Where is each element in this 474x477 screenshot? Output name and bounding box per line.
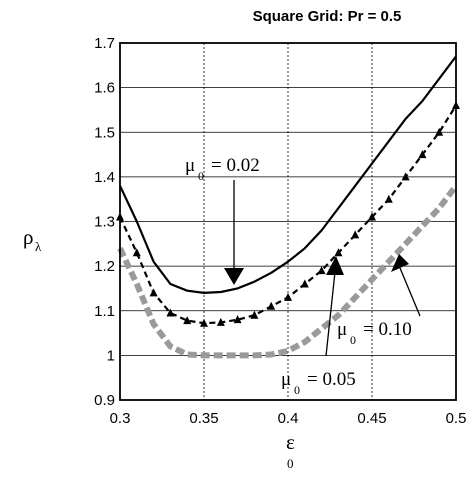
series-line-0 xyxy=(119,55,457,294)
y-tick-label: 1.6 xyxy=(94,80,115,97)
y-tick-label: 1 xyxy=(107,347,115,364)
y-tick-label: 1.3 xyxy=(94,214,115,231)
y-tick-label: 1.1 xyxy=(94,303,115,320)
x-axis-label: ε 0 xyxy=(286,430,295,471)
annotation-mu-002-sub: 0 xyxy=(198,169,204,183)
tick-labels: 0.9 1 1.1 1.2 1.3 1.4 1.5 1.6 1.7 0.3 0.35 0.4 0.45 0… xyxy=(94,35,466,427)
x-tick-label: 0.5 xyxy=(446,410,467,427)
annotation-mu-005-value: = 0.05 xyxy=(307,369,356,390)
annotation-mu-002: μ 0 = 0.02 xyxy=(185,155,260,285)
series-marker-triangle xyxy=(250,310,259,319)
x-tick-label: 0.35 xyxy=(189,410,218,427)
annotation-mu-010: μ 0 = 0.10 xyxy=(337,254,421,347)
series-marker-triangle xyxy=(233,315,242,324)
series-marker-triangle xyxy=(435,127,444,136)
series-marker-triangle xyxy=(267,301,276,310)
annotation-mu-002-value: = 0.02 xyxy=(211,155,260,176)
annotation-mu-010-symbol: μ xyxy=(337,319,347,340)
series-line-2 xyxy=(117,183,459,359)
annotation-mu-005-symbol: μ xyxy=(281,369,291,390)
x-axis-symbol: ε xyxy=(286,430,295,454)
y-tick-label: 1.5 xyxy=(94,124,115,141)
series-marker-triangle xyxy=(183,316,192,325)
series-marker-triangle xyxy=(200,318,208,327)
y-tick-label: 1.4 xyxy=(94,169,115,186)
series-marker-triangle xyxy=(132,248,141,257)
series-marker-triangle xyxy=(351,230,360,239)
annotation-mu-002-symbol: μ xyxy=(185,155,195,176)
annotation-mu-010-arrow xyxy=(399,267,421,317)
annotation-mu-005-arrowhead xyxy=(326,256,344,275)
annotation-mu-010-arrowhead xyxy=(391,254,409,272)
series-line-1 xyxy=(119,104,457,325)
series-marker-triangle xyxy=(334,248,343,257)
series-marker-triangle xyxy=(317,266,326,275)
annotation-mu-002-arrowhead xyxy=(224,268,244,285)
series-marker-triangle xyxy=(384,194,393,203)
x-tick-label: 0.3 xyxy=(110,410,131,427)
y-axis-label: ρ λ xyxy=(23,225,42,254)
y-tick-label: 1.7 xyxy=(94,35,115,52)
y-tick-label: 1.2 xyxy=(94,258,115,275)
annotation-mu-005: μ 0 = 0.05 xyxy=(281,256,356,397)
x-tick-label: 0.45 xyxy=(357,410,386,427)
y-tick-label: 0.9 xyxy=(94,392,115,409)
annotation-mu-010-sub: 0 xyxy=(350,333,356,347)
series-marker-triangle xyxy=(418,150,427,159)
x-tick-label: 0.4 xyxy=(278,410,299,427)
annotation-mu-005-arrow xyxy=(325,271,336,357)
y-axis-symbol: ρ xyxy=(23,225,33,249)
series-marker-triangle xyxy=(166,308,175,317)
series-marker-triangle xyxy=(216,317,225,326)
annotation-mu-005-sub: 0 xyxy=(294,383,300,397)
plot-frame xyxy=(119,42,457,401)
chart-title: Square Grid: Pr = 0.5 xyxy=(253,8,402,25)
series-marker-triangle xyxy=(300,279,309,288)
series-marker-triangle xyxy=(368,212,376,221)
series-marker-triangle xyxy=(284,292,292,301)
annotation-mu-010-value: = 0.10 xyxy=(363,319,412,340)
series-marker-triangle xyxy=(401,172,410,181)
series-marker-triangle xyxy=(149,288,158,297)
y-axis-subscript: λ xyxy=(35,239,42,254)
x-axis-subscript: 0 xyxy=(287,456,294,471)
